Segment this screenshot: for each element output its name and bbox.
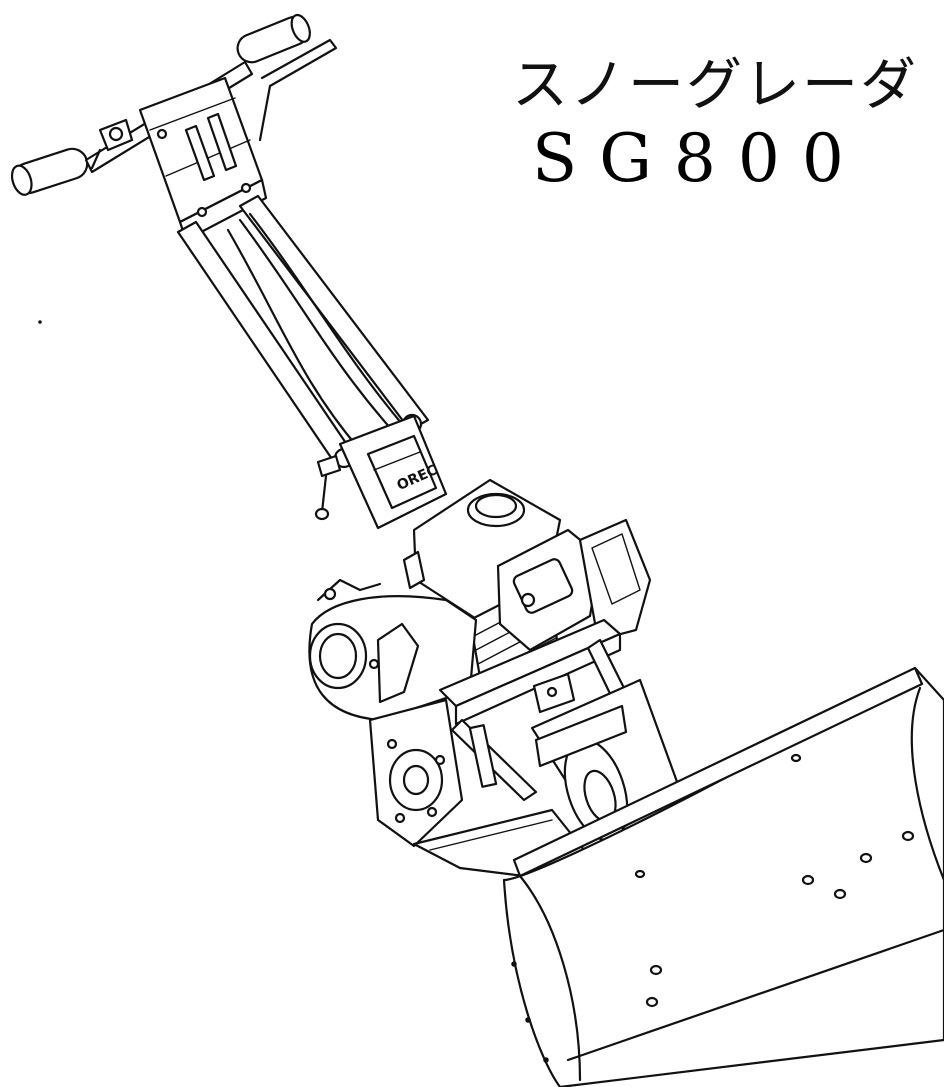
gear-case bbox=[368, 698, 464, 848]
engine bbox=[402, 478, 652, 702]
belt-cover bbox=[308, 578, 478, 722]
control-box bbox=[138, 76, 268, 242]
model-number-title: SG800 bbox=[532, 120, 866, 197]
badge-bracket: OREC bbox=[314, 414, 448, 530]
blade bbox=[502, 666, 944, 1087]
handle-columns bbox=[176, 194, 430, 469]
product-type-title: スノーグレーダ bbox=[512, 53, 918, 118]
